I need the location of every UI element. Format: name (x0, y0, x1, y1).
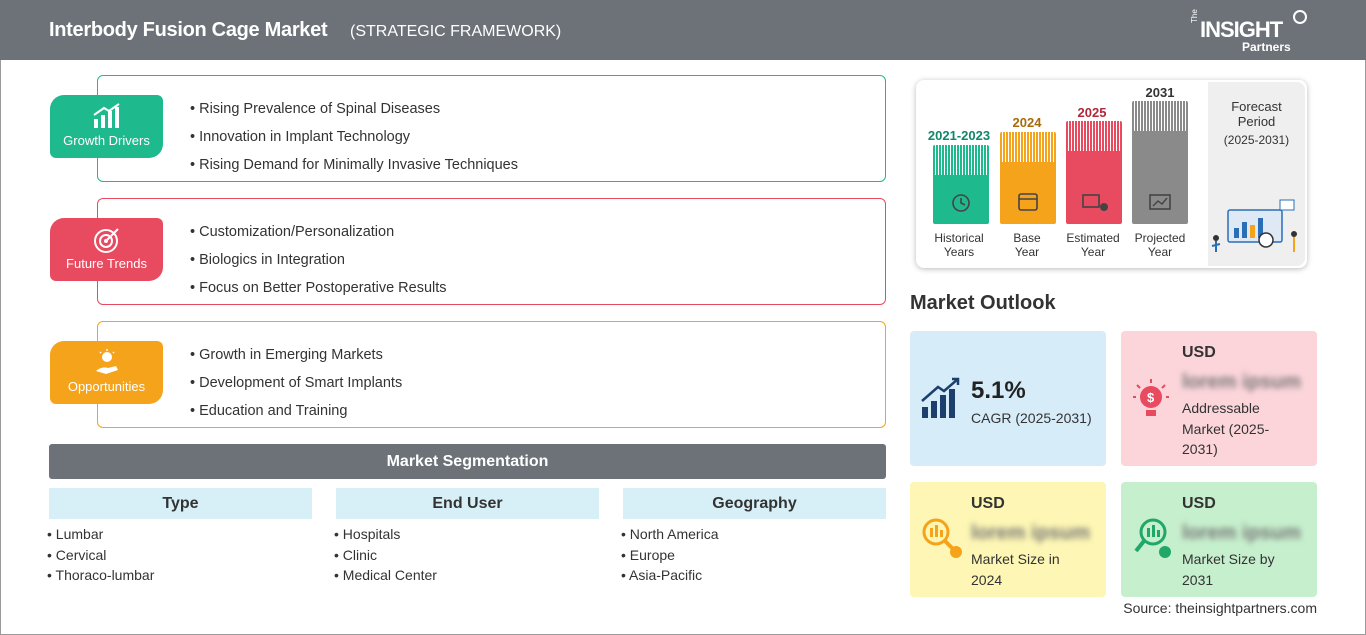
idea-dollar-icon: $ (1133, 379, 1169, 416)
segment-end-user-list: Hospitals Clinic Medical Center (334, 524, 437, 586)
list-item: Education and Training (190, 397, 402, 425)
badge-label: Future Trends (66, 256, 147, 271)
timeline-bar-historical (933, 145, 989, 224)
market-size-2024-label: Market Size in 2024 (971, 551, 1060, 588)
history-icon (952, 194, 970, 212)
list-item: Hospitals (334, 524, 437, 545)
list-item: Customization/Personalization (190, 218, 447, 246)
source-note: Source: theinsightpartners.com (1123, 600, 1317, 616)
timeline-year: 2021-2023 (927, 128, 991, 143)
money-search-icon (922, 518, 962, 558)
list-item: Growth in Emerging Markets (190, 341, 402, 369)
timeline-bar-base (1000, 132, 1056, 224)
calendar-icon (1018, 193, 1038, 211)
growth-drivers-badge: Growth Drivers (50, 95, 163, 158)
list-item: Innovation in Implant Technology (190, 123, 518, 151)
segment-type-head: Type (49, 488, 312, 519)
segment-geography-list: North America Europe Asia-Pacific (621, 524, 719, 586)
segmentation-header: Market Segmentation (49, 444, 886, 479)
timeline-bar-projected (1132, 101, 1188, 224)
usd-label: USD (1182, 344, 1216, 361)
list-item: Lumbar (47, 524, 154, 545)
timeline-bar-estimated (1066, 121, 1122, 224)
list-item: Cervical (47, 545, 154, 566)
opportunities-badge: Opportunities (50, 341, 163, 404)
segment-geography-head: Geography (623, 488, 886, 519)
timeline-year: 2031 (1145, 85, 1175, 100)
market-size-2031-label: Market Size by 2031 (1182, 551, 1275, 588)
usd-label: USD (1182, 495, 1216, 512)
forecast-title: Forecast Period (1231, 99, 1282, 129)
addressable-value: lorem ipsum (1182, 371, 1301, 393)
future-trends-card: Customization/Personalization Biologics … (97, 198, 886, 305)
growth-chart-icon (921, 377, 960, 418)
market-outlook-title: Market Outlook (910, 292, 1056, 314)
list-item: Europe (621, 545, 719, 566)
opportunities-list: Growth in Emerging Markets Development o… (190, 341, 402, 425)
market-size-2024-box: USD lorem ipsum Market Size in 2024 (910, 482, 1106, 597)
opportunities-card: Growth in Emerging Markets Development o… (97, 321, 886, 428)
usd-label: USD (971, 495, 1005, 512)
list-item: Rising Demand for Minimally Invasive Tec… (190, 151, 518, 179)
badge-label: Growth Drivers (63, 133, 150, 148)
list-item: Medical Center (334, 565, 437, 586)
cagr-value: 5.1% (971, 377, 1026, 404)
idea-hand-icon (96, 349, 118, 374)
list-item: Focus on Better Postoperative Results (190, 274, 446, 302)
forecast-range: (2025-2031) (1223, 133, 1290, 147)
list-item: Development of Smart Implants (190, 369, 402, 397)
timeline-year: 2025 (1077, 105, 1107, 120)
list-item: North America (621, 524, 719, 545)
list-item: Asia-Pacific (621, 565, 719, 586)
growth-drivers-card: Rising Prevalence of Spinal Diseases Inn… (97, 75, 886, 182)
svg-text:$: $ (1147, 390, 1155, 405)
list-item: Rising Prevalence of Spinal Diseases (190, 95, 518, 123)
cagr-label: CAGR (2025-2031) (971, 410, 1092, 426)
market-size-2024-value: lorem ipsum (971, 522, 1090, 544)
list-item: Biologics in Integration (190, 246, 447, 274)
list-item: Thoraco-lumbar (47, 565, 155, 586)
segment-type-list: Lumbar Cervical Thoraco-lumbar (47, 524, 155, 586)
growth-chart-icon (93, 103, 120, 128)
logo-ring-icon (1293, 10, 1307, 24)
growth-drivers-list: Rising Prevalence of Spinal Diseases Inn… (190, 95, 518, 179)
page-title: Interbody Fusion Cage Market (49, 19, 328, 41)
market-size-2031-value: lorem ipsum (1182, 522, 1301, 544)
addressable-label: Addressable Market (2025-2031) (1182, 400, 1270, 457)
estimate-icon (1082, 194, 1108, 211)
timeline-year: 2024 (1012, 115, 1042, 130)
future-trends-list: Customization/Personalization Biologics … (190, 218, 447, 302)
money-search-icon (1134, 518, 1171, 558)
target-icon (94, 228, 119, 253)
page-subtitle: (STRATEGIC FRAMEWORK) (350, 23, 562, 40)
addressable-market-box: $ USD lorem ipsum Addressable Market (20… (1121, 331, 1317, 466)
future-trends-badge: Future Trends (50, 218, 163, 281)
market-size-2031-box: USD lorem ipsum Market Size by 2031 (1121, 482, 1317, 597)
segment-end-user-head: End User (336, 488, 599, 519)
projection-icon (1149, 194, 1171, 210)
analytics-illustration-icon (1211, 199, 1297, 252)
list-item: Clinic (334, 545, 437, 566)
badge-label: Opportunities (67, 379, 146, 394)
header-bar: Interbody Fusion Cage Market (STRATEGIC … (0, 0, 1366, 60)
cagr-box: 5.1% CAGR (2025-2031) (910, 331, 1106, 466)
insight-partners-logo: The INSIGHT Partners (1190, 9, 1310, 54)
